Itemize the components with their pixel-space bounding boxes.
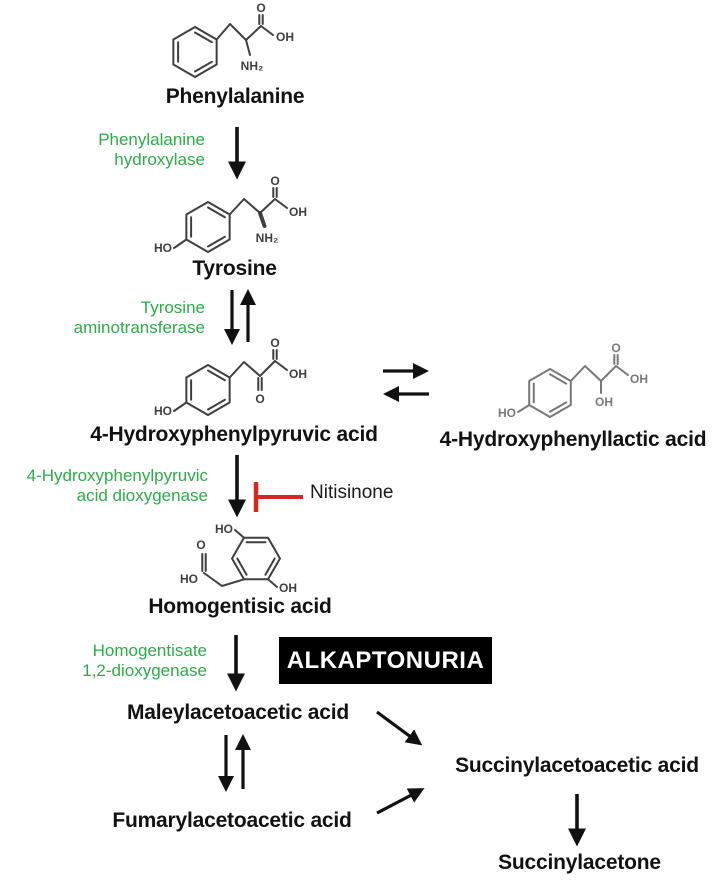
atom-HO: HO [154,404,172,418]
atom-HO: HO [180,572,198,586]
compound-label-phenylalanine: Phenylalanine [165,85,305,108]
enzyme-label-phenylalanine-hydroxylase: Phenylalanine hydroxylase [25,130,205,170]
atom-OH: OH [630,372,648,386]
atom-O: O [270,336,279,350]
atom-NH2: NH₂ [256,231,279,245]
atom-HO: HO [215,522,233,536]
atom-O: O [256,1,265,15]
tyrosine-structure: HO O OH NH₂ [154,174,307,255]
compound-label-tyrosine: Tyrosine [192,257,277,280]
atom-OH: OH [289,367,307,381]
atom-HO: HO [154,241,172,255]
enzyme-line: 1,2-dioxygenase [82,661,207,680]
compound-label-maleylacetoacetic: Maleylacetoacetic acid [126,701,350,724]
compound-label-hydroxyphenylpyruvic: 4-Hydroxyphenylpyruvic acid [90,423,378,446]
phenylalanine-structure: O OH NH₂ [172,1,294,78]
compound-label-succinylacetoacetic: Succinylacetoacetic acid [455,754,699,777]
atom-OH: OH [289,205,307,219]
enzyme-line: acid dioxygenase [76,486,208,505]
atom-NH2: NH₂ [241,59,264,73]
enzyme-line: 4-Hydroxyphenylpyruvic [26,466,208,485]
enzyme-line: Tyrosine [140,298,205,317]
atom-HO: HO [498,406,516,420]
compound-label-fumarylacetoacetic: Fumarylacetoacetic acid [112,809,352,832]
enzyme-line: Phenylalanine [98,130,205,149]
enzyme-line: aminotransferase [73,318,205,337]
inhibitor-label-nitisinone: Nitisinone [310,482,394,503]
compound-label-homogentisic: Homogentisic acid [148,595,332,618]
reaction-arrows [218,127,586,847]
atom-OH: OH [279,581,297,595]
atom-O: O [196,538,205,552]
atom-O: O [270,174,279,188]
arrow-maleyl-to-succinylacetoacetic [376,710,423,746]
atom-O: O [255,392,264,406]
enzyme-line: Homogentisate [92,641,207,660]
arrow-fumaryl-to-succinylacetoacetic [376,788,425,815]
atom-O: O [611,341,620,355]
hydroxyphenylpyruvic-structure: HO O OH O [154,336,307,418]
enzyme-label-homogentisate-dioxygenase: Homogentisate 1,2-dioxygenase [27,641,207,681]
disease-badge-alkaptonuria: ALKAPTONURIA [279,637,492,684]
enzyme-label-hpp-dioxygenase: 4-Hydroxyphenylpyruvic acid dioxygenase [0,466,208,506]
homogentisic-structure: HO OH O HO [180,522,297,595]
enzyme-label-tyrosine-aminotransferase: Tyrosine aminotransferase [23,298,205,338]
hydroxyphenyllactic-structure: HO O OH OH [498,341,648,420]
enzyme-line: hydroxylase [114,150,205,169]
compound-label-succinylacetone: Succinylacetone [498,851,661,874]
inhibition-tbar [253,482,303,512]
atom-OH: OH [276,30,294,44]
compound-label-hydroxyphenyllactic: 4-Hydroxyphenyllactic acid [439,428,707,451]
atom-OH: OH [595,395,613,409]
